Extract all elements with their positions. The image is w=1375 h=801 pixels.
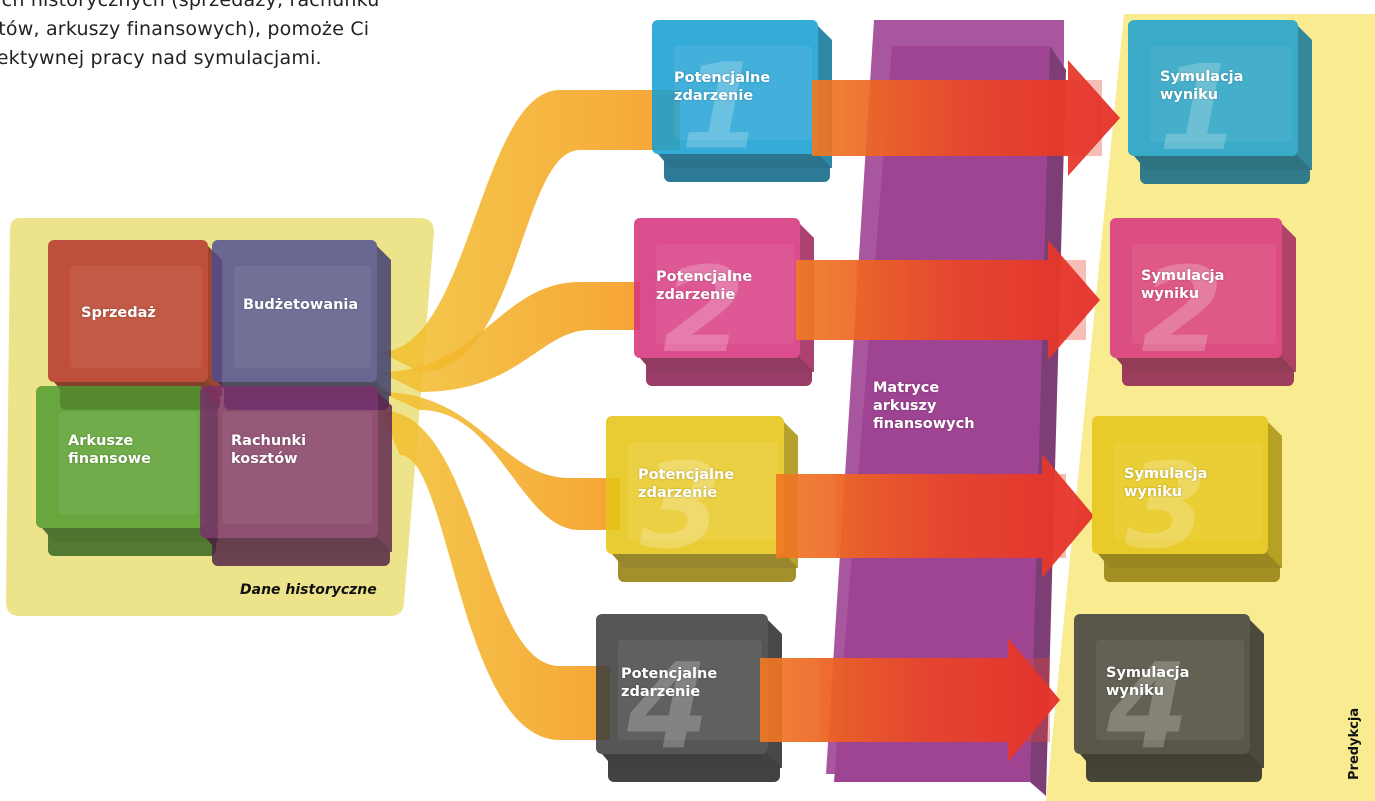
sales-cube bbox=[48, 240, 222, 410]
cube-label-financial-sheets: Arkusze finansowe bbox=[68, 432, 151, 468]
label-line: wyniku bbox=[1141, 286, 1200, 302]
result-cube-2: 2 bbox=[1110, 218, 1296, 386]
label-line: Matryce bbox=[873, 380, 940, 396]
cube-label-sales: Sprzedaż bbox=[81, 304, 156, 322]
result-label-1: Symulacja wyniku bbox=[1160, 68, 1243, 104]
matrix-label: Matryce arkuszy finansowych bbox=[873, 379, 975, 433]
step-number: 2 bbox=[663, 241, 745, 379]
label-line: Potencjalne bbox=[674, 70, 771, 86]
intro-text: nych historycznych (sprzedaży, rachunku … bbox=[0, 0, 498, 73]
label-line: Budżetowania bbox=[243, 297, 359, 313]
flow-band-3 bbox=[380, 392, 620, 530]
step-number: 4 bbox=[626, 637, 709, 775]
prediction-caption: Predykcja bbox=[1347, 707, 1362, 780]
prediction-panel bbox=[1046, 14, 1375, 801]
financial-sheets-cube bbox=[36, 386, 218, 556]
result-label-3: Symulacja wyniku bbox=[1124, 465, 1207, 501]
event-label-1: Potencjalne zdarzenie bbox=[674, 69, 770, 105]
step-number: 2 bbox=[1141, 241, 1223, 379]
label-line: Potencjalne bbox=[638, 467, 735, 483]
flow-band-4 bbox=[380, 410, 610, 740]
event-cube-2: 2 bbox=[634, 218, 814, 386]
event-cube-3: 3 bbox=[606, 416, 798, 582]
label-line: Sprzedaż bbox=[81, 305, 156, 321]
arrow-3 bbox=[776, 454, 1094, 578]
step-number: 1 bbox=[1158, 39, 1240, 177]
label-line: zdarzenie bbox=[656, 287, 736, 303]
arrow-2 bbox=[796, 240, 1100, 360]
label-line: Symulacja bbox=[1124, 466, 1208, 482]
result-cube-1: 1 bbox=[1128, 20, 1312, 184]
budgeting-cube bbox=[212, 240, 391, 410]
arrow-1 bbox=[812, 60, 1120, 176]
matrix-column bbox=[826, 20, 1066, 796]
result-label-2: Symulacja wyniku bbox=[1141, 267, 1224, 303]
label-line: wyniku bbox=[1106, 683, 1165, 699]
step-number: 3 bbox=[640, 437, 722, 575]
label-line: wyniku bbox=[1124, 484, 1183, 500]
label-line: Rachunki bbox=[231, 433, 307, 449]
intro-line: sztów, arkuszy finansowych), pomoże Ci bbox=[0, 18, 370, 40]
label-line: zdarzenie bbox=[638, 485, 718, 501]
flow-band-2 bbox=[380, 282, 640, 392]
step-number: 4 bbox=[1106, 637, 1189, 775]
event-label-3: Potencjalne zdarzenie bbox=[638, 466, 734, 502]
label-line: Symulacja bbox=[1106, 665, 1190, 681]
result-cube-3: 3 bbox=[1092, 416, 1282, 582]
arrow-4 bbox=[760, 638, 1060, 762]
cost-accounts-cube bbox=[200, 386, 392, 566]
intro-line: nych historycznych (sprzedaży, rachunku bbox=[0, 0, 380, 11]
event-label-2: Potencjalne zdarzenie bbox=[656, 268, 752, 304]
label-line: Potencjalne bbox=[656, 269, 753, 285]
label-line: kosztów bbox=[231, 451, 298, 467]
label-line: Potencjalne bbox=[621, 666, 718, 682]
cube-label-budgeting: Budżetowania bbox=[243, 296, 358, 314]
event-label-4: Potencjalne zdarzenie bbox=[621, 665, 717, 701]
historical-data-caption: Dane historyczne bbox=[240, 582, 377, 598]
event-cube-1: 1 bbox=[652, 20, 832, 182]
label-line: finansowych bbox=[873, 416, 975, 432]
result-label-4: Symulacja wyniku bbox=[1106, 664, 1189, 700]
label-line: arkuszy bbox=[873, 398, 937, 414]
flow-band-1 bbox=[380, 90, 680, 372]
step-number: 3 bbox=[1125, 437, 1207, 575]
label-line: Arkusze bbox=[68, 433, 134, 449]
intro-line: efektywnej pracy nad symulacjami. bbox=[0, 47, 322, 69]
label-line: Symulacja bbox=[1160, 69, 1244, 85]
result-cube-4: 4 bbox=[1074, 614, 1264, 782]
cube-label-cost-accounts: Rachunki kosztów bbox=[231, 432, 306, 468]
label-line: finansowe bbox=[68, 451, 151, 467]
label-line: zdarzenie bbox=[621, 684, 701, 700]
label-line: Symulacja bbox=[1141, 268, 1225, 284]
label-line: wyniku bbox=[1160, 87, 1219, 103]
step-number: 1 bbox=[681, 37, 763, 175]
label-line: zdarzenie bbox=[674, 88, 754, 104]
